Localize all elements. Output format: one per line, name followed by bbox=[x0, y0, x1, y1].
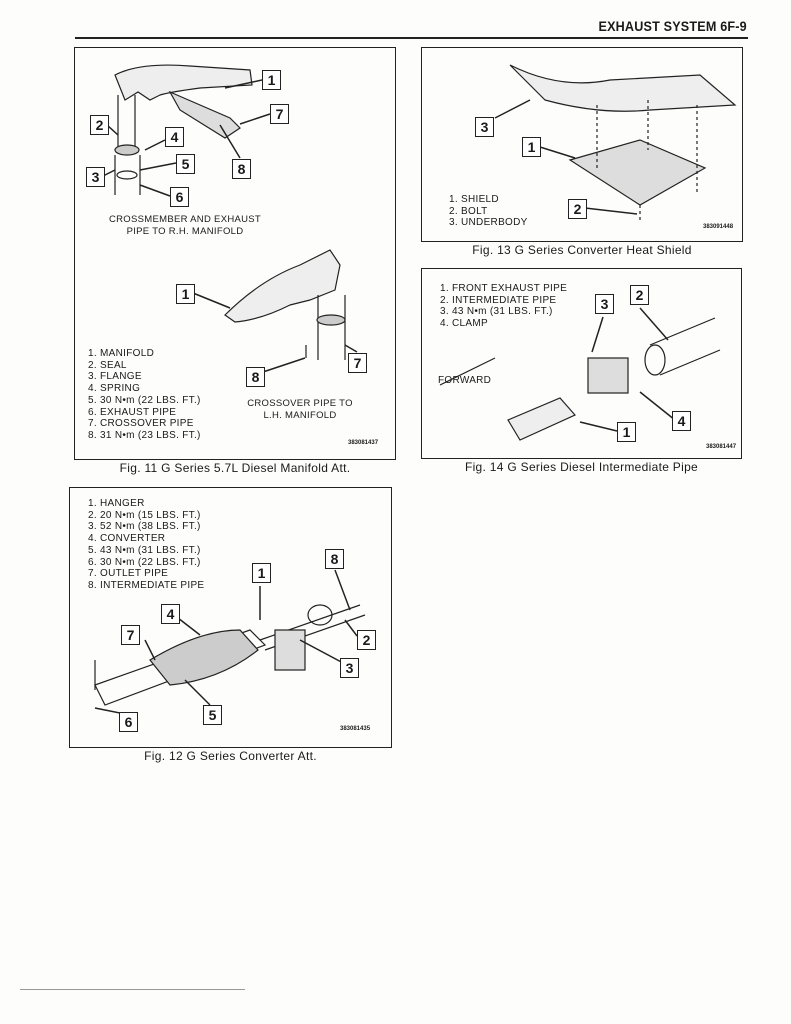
callout: 4 bbox=[161, 604, 180, 624]
legend-item: 2. 20 N•m (15 LBS. FT.) bbox=[88, 509, 201, 521]
intermediate-pipe-drawing bbox=[439, 317, 721, 441]
legend-item: 7. OUTLET PIPE bbox=[88, 568, 169, 580]
figure-11-frame bbox=[74, 47, 396, 460]
figure-14-frame bbox=[421, 268, 742, 459]
callout: 6 bbox=[170, 187, 189, 207]
callout: 7 bbox=[270, 104, 289, 124]
callout: 1 bbox=[522, 137, 541, 157]
fig13-legend: 1. SHIELD 2. BOLT 3. UNDERBODY bbox=[449, 194, 528, 229]
legend-item: 5. 43 N•m (31 LBS. FT.) bbox=[88, 544, 201, 556]
callout: 2 bbox=[630, 285, 649, 305]
legend-item: 2. INTERMEDIATE PIPE bbox=[440, 294, 557, 306]
callout: 2 bbox=[90, 115, 109, 135]
fig14-part-number: 383081447 bbox=[706, 444, 737, 450]
legend-item: 1. SHIELD bbox=[449, 194, 499, 205]
callout: 8 bbox=[246, 367, 265, 387]
fig11-legend: 1. MANIFOLD 2. SEAL 3. FLANGE 4. SPRING … bbox=[88, 348, 201, 442]
callout: 3 bbox=[340, 658, 359, 678]
legend-item: 3. UNDERBODY bbox=[449, 217, 528, 229]
figure-12-frame bbox=[69, 487, 392, 748]
legend-item: 2. SEAL bbox=[88, 359, 127, 371]
legend-item: 1. HANGER bbox=[88, 498, 145, 509]
callout: 8 bbox=[232, 159, 251, 179]
page-header: EXHAUST SYSTEM 6F-9 bbox=[598, 18, 747, 34]
callout: 1 bbox=[252, 563, 271, 583]
legend-item: 4. SPRING bbox=[88, 383, 141, 395]
legend-item: 1. MANIFOLD bbox=[88, 348, 155, 359]
callout: 4 bbox=[165, 127, 184, 147]
legend-item: 8. INTERMEDIATE PIPE bbox=[88, 579, 205, 591]
footer-rule bbox=[20, 989, 245, 990]
header-rule bbox=[75, 37, 748, 39]
callout: 4 bbox=[672, 411, 691, 431]
callout: 1 bbox=[262, 70, 281, 90]
callout: 2 bbox=[568, 199, 587, 219]
fig11-caption: Fig. 11 G Series 5.7L Diesel Manifold At… bbox=[119, 461, 351, 475]
note-line: CROSSOVER PIPE TO bbox=[247, 398, 353, 409]
legend-item: 4. CONVERTER bbox=[88, 533, 166, 545]
callout: 3 bbox=[595, 294, 614, 314]
figure-13-frame bbox=[421, 47, 743, 242]
callout: 5 bbox=[176, 154, 195, 174]
note-line: PIPE TO R.H. MANIFOLD bbox=[126, 226, 244, 237]
leader-lines bbox=[94, 79, 676, 717]
legend-item: 6. EXHAUST PIPE bbox=[88, 406, 177, 418]
callout: 5 bbox=[203, 705, 222, 725]
fig13-caption: Fig. 13 G Series Converter Heat Shield bbox=[472, 243, 692, 257]
legend-item: 3. 43 N•m (31 LBS. FT.) bbox=[440, 306, 553, 318]
legend-item: 5. 30 N•m (22 LBS. FT.) bbox=[88, 394, 201, 406]
callout: 7 bbox=[121, 625, 140, 645]
legend-item: 4. CLAMP bbox=[440, 318, 488, 330]
legend-item: 3. 52 N•m (38 LBS. FT.) bbox=[88, 521, 201, 533]
callout: 1 bbox=[617, 422, 636, 442]
note-line: CROSSMEMBER AND EXHAUST bbox=[108, 214, 262, 225]
legend-item: 7. CROSSOVER PIPE bbox=[88, 418, 194, 430]
fig12-legend: 1. HANGER 2. 20 N•m (15 LBS. FT.) 3. 52 … bbox=[88, 498, 204, 592]
fig11-note-upper: CROSSMEMBER AND EXHAUST PIPE TO R.H. MAN… bbox=[105, 214, 265, 238]
callout: 1 bbox=[176, 284, 195, 304]
callout: 3 bbox=[475, 117, 494, 137]
converter-drawing bbox=[94, 604, 366, 706]
legend-item: 6. 30 N•m (22 LBS. FT.) bbox=[88, 556, 201, 568]
legend-item: 3. FLANGE bbox=[88, 371, 142, 383]
forward-label: FORWARD bbox=[438, 375, 492, 386]
fig11-note-lower: CROSSOVER PIPE TO L.H. MANIFOLD bbox=[240, 398, 360, 422]
callout: 8 bbox=[325, 549, 344, 569]
callout: 3 bbox=[86, 167, 105, 187]
legend-item: 2. BOLT bbox=[449, 205, 488, 217]
fig14-caption: Fig. 14 G Series Diesel Intermediate Pip… bbox=[464, 460, 699, 474]
callout: 6 bbox=[119, 712, 138, 732]
fig11-part-number: 383081437 bbox=[348, 440, 379, 446]
rh-manifold-drawing bbox=[114, 64, 253, 195]
fig13-part-number: 383091448 bbox=[703, 224, 734, 230]
fig14-legend: 1. FRONT EXHAUST PIPE 2. INTERMEDIATE PI… bbox=[440, 283, 567, 330]
fig12-caption: Fig. 12 G Series Converter Att. bbox=[144, 749, 317, 763]
legend-item: 8. 31 N•m (23 LBS. FT.) bbox=[88, 429, 201, 441]
callout: 2 bbox=[357, 630, 376, 650]
note-line: L.H. MANIFOLD bbox=[263, 410, 337, 421]
callout: 7 bbox=[348, 353, 367, 373]
fig12-part-number: 383081435 bbox=[340, 726, 371, 732]
heat-shield-drawing bbox=[509, 64, 737, 220]
lh-manifold-drawing bbox=[224, 249, 346, 360]
legend-item: 1. FRONT EXHAUST PIPE bbox=[440, 283, 568, 294]
